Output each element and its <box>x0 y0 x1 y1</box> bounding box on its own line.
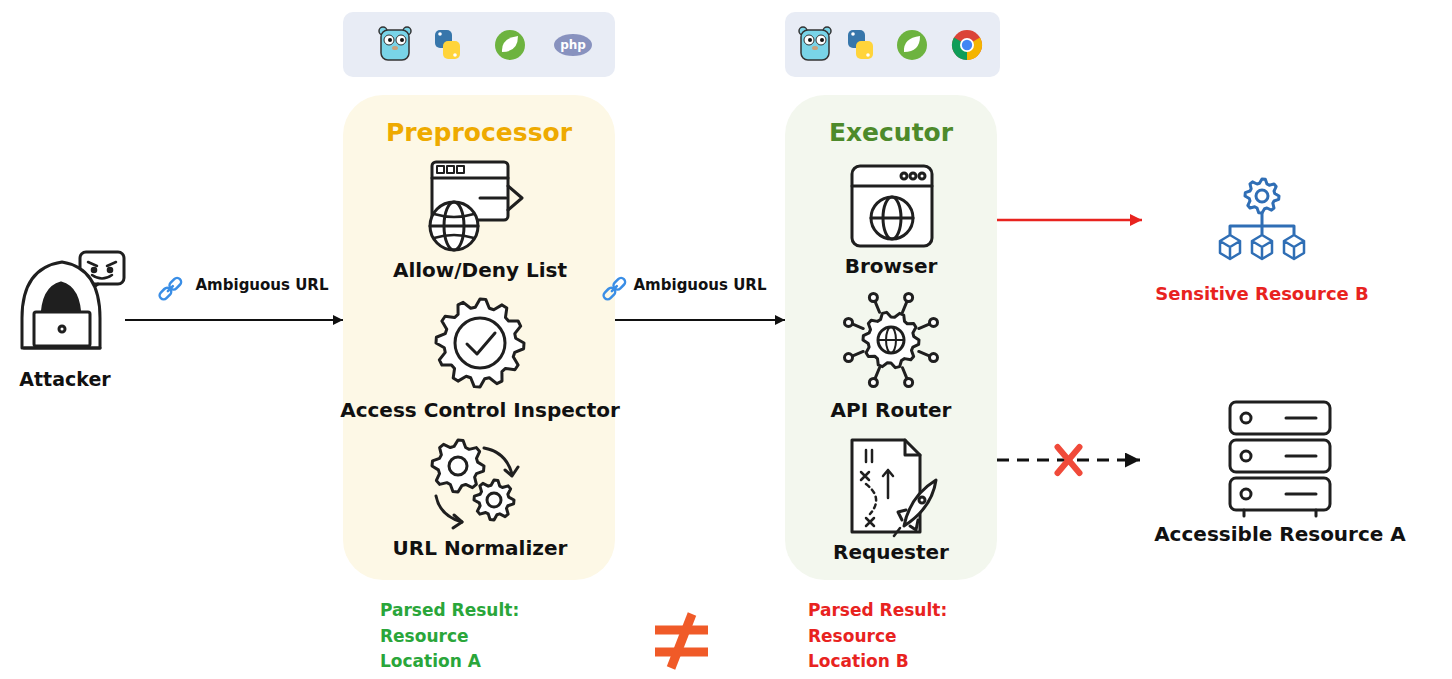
normalizer-icon <box>436 448 518 528</box>
parsed-result: Parsed Result: Resource Location A <box>380 598 545 675</box>
flow-arrow <box>615 319 785 321</box>
node-label: API Router <box>831 398 952 422</box>
gear-shape <box>863 312 919 367</box>
cube-shape <box>1252 235 1272 259</box>
spring-logo <box>495 30 525 60</box>
node-label: Attacker <box>19 368 110 390</box>
router-spoke <box>902 301 907 312</box>
spring-logo <box>897 30 927 60</box>
router-spoke <box>919 351 930 356</box>
router-dot <box>905 294 913 302</box>
flow-arrow <box>125 319 343 321</box>
router-dot <box>929 318 937 326</box>
link-icon <box>158 276 183 301</box>
parsed-result: Parsed Result: Resource Location B <box>808 598 973 675</box>
server-icon <box>1230 402 1330 516</box>
requester-icon <box>852 440 936 536</box>
python-logo <box>435 30 460 59</box>
node-label: Allow/Deny List <box>393 258 567 282</box>
browser-icon <box>852 166 932 246</box>
python-logo <box>848 30 873 59</box>
attacker-icon <box>22 252 124 348</box>
router-dot <box>905 378 913 386</box>
node-label: Requester <box>833 540 949 564</box>
node-label: Sensitive Resource B <box>1155 283 1369 304</box>
flow-arrow <box>997 219 1142 222</box>
cube-shape <box>1284 235 1304 259</box>
router-dot <box>869 294 877 302</box>
router-spoke <box>875 301 880 312</box>
go-logo <box>379 27 411 60</box>
tree-lines <box>1230 213 1294 234</box>
router-dot <box>845 318 853 326</box>
router-dot <box>845 354 853 362</box>
node-label: Access Control Inspector <box>340 398 620 422</box>
node-label: URL Normalizer <box>393 536 568 560</box>
logo-tray <box>785 12 1000 77</box>
edge-label: Ambiguous URL <box>634 276 767 294</box>
router-spoke <box>919 324 930 329</box>
chrome-logo <box>952 30 982 60</box>
gear-shape <box>432 440 484 492</box>
router-dot <box>869 378 877 386</box>
gear-shape <box>474 480 514 520</box>
gear-shape <box>436 299 524 387</box>
gear-hub <box>1256 190 1268 202</box>
panel-title: Preprocessor <box>386 118 572 147</box>
inspector-icon <box>455 318 505 368</box>
logo-tray <box>343 12 615 77</box>
panel-title: Executor <box>829 118 953 147</box>
node-label: Accessible Resource A <box>1154 522 1406 546</box>
allow-deny-icon <box>430 162 522 250</box>
blocked-mark <box>1058 447 1080 473</box>
router-spoke <box>875 368 880 379</box>
node-label: Browser <box>845 254 938 278</box>
gear-shape <box>1245 179 1279 213</box>
logo-text: php <box>560 39 586 51</box>
router-spoke <box>852 351 863 356</box>
edge-label: Ambiguous URL <box>196 276 329 294</box>
php-logo <box>554 34 592 56</box>
go-logo <box>799 27 831 60</box>
link-icon <box>602 276 627 301</box>
cube-shape <box>1220 235 1240 259</box>
router-dot <box>929 354 937 362</box>
not-equal-sign <box>655 614 708 668</box>
router-spoke <box>852 324 863 329</box>
router-icon <box>878 327 904 353</box>
router-spoke <box>902 368 907 379</box>
